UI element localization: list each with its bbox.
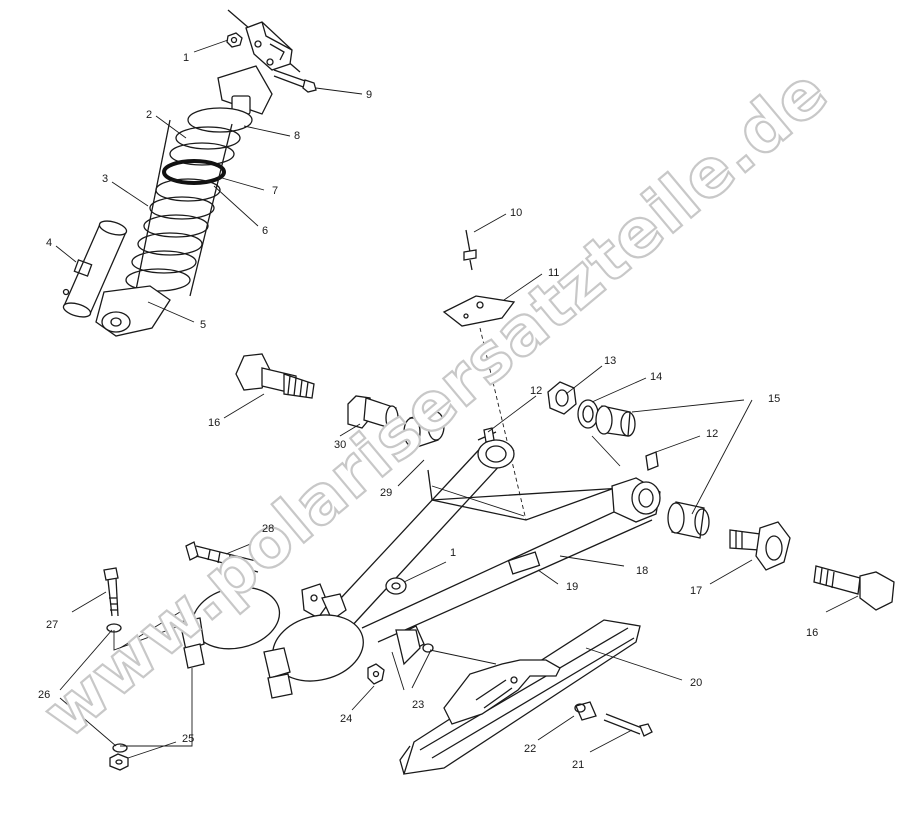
bolt-21 bbox=[603, 713, 653, 737]
callout-27: 27 bbox=[46, 619, 58, 631]
spacer-22 bbox=[574, 701, 597, 721]
callout-10: 10 bbox=[510, 207, 522, 219]
callout-1: 1 bbox=[183, 52, 189, 64]
callout-22: 22 bbox=[524, 743, 536, 755]
bushing-30 bbox=[347, 395, 399, 431]
callout-17: 17 bbox=[690, 585, 702, 597]
pivot-bolt-16-left bbox=[235, 353, 315, 399]
callout-7: 7 bbox=[272, 185, 278, 197]
shock-absorber-assembly bbox=[62, 9, 317, 337]
bushing-15-lower bbox=[667, 501, 710, 539]
nut-24 bbox=[367, 663, 385, 685]
bracket-line-26-c bbox=[119, 605, 191, 649]
bushing-spacer bbox=[403, 411, 445, 449]
callout-15: 15 bbox=[768, 393, 780, 405]
coil-spring bbox=[125, 126, 241, 292]
bracket-line-26-upper bbox=[113, 621, 191, 651]
callout-14: 14 bbox=[650, 371, 662, 383]
bracket-23 bbox=[391, 629, 434, 691]
callout-1-lower: 1 bbox=[450, 547, 456, 559]
callout-8: 8 bbox=[294, 130, 300, 142]
callout-9: 9 bbox=[366, 89, 372, 101]
washer-1-lower bbox=[385, 577, 407, 595]
bushing-15-upper bbox=[595, 405, 636, 437]
washer-14 bbox=[577, 399, 599, 429]
callout-29: 29 bbox=[380, 487, 392, 499]
callout-labels: 1 9 2 8 3 7 6 4 5 10 11 13 14 15 12 12 1… bbox=[38, 52, 818, 771]
callout-23: 23 bbox=[412, 699, 424, 711]
bolt-9 bbox=[273, 69, 317, 93]
callout-13: 13 bbox=[604, 355, 616, 367]
clamp-ring-left bbox=[179, 586, 281, 669]
nut-13 bbox=[547, 381, 577, 415]
callout-6: 6 bbox=[262, 225, 268, 237]
bracket-line-26-b bbox=[59, 697, 117, 747]
callout-2: 2 bbox=[146, 109, 152, 121]
clamp-ring-right bbox=[263, 614, 364, 699]
callout-26: 26 bbox=[38, 689, 50, 701]
callout-18: 18 bbox=[636, 565, 648, 577]
shock-mount-bracket bbox=[227, 9, 301, 73]
nut-1 bbox=[226, 32, 243, 48]
callout-20: 20 bbox=[690, 677, 702, 689]
dashed-reference-11 bbox=[479, 327, 527, 521]
callout-25: 25 bbox=[182, 733, 194, 745]
bolt-27 bbox=[103, 567, 119, 617]
bracket-line-26-lower bbox=[120, 668, 193, 747]
callout-12-right: 12 bbox=[706, 428, 718, 440]
swing-arm-18 bbox=[301, 431, 661, 653]
reservoir-4 bbox=[62, 220, 128, 318]
callout-30: 30 bbox=[334, 439, 346, 451]
callout-28: 28 bbox=[262, 523, 274, 535]
pivot-bolt-17 bbox=[729, 521, 791, 571]
callout-4: 4 bbox=[46, 237, 52, 249]
grease-fitting-12-left bbox=[483, 427, 495, 443]
callout-12-left: 12 bbox=[530, 385, 542, 397]
grease-fitting-12-right bbox=[645, 451, 659, 471]
pivot-bolt-16-right bbox=[813, 565, 895, 611]
slide-rail-20 bbox=[399, 619, 641, 775]
callout-16-right: 16 bbox=[806, 627, 818, 639]
plate-11 bbox=[442, 295, 516, 327]
callout-16-left: 16 bbox=[208, 417, 220, 429]
pin-10 bbox=[463, 229, 477, 271]
callout-19: 19 bbox=[566, 581, 578, 593]
callout-21: 21 bbox=[572, 759, 584, 771]
callout-3: 3 bbox=[102, 173, 108, 185]
nut-25 bbox=[109, 753, 129, 771]
bolt-28 bbox=[185, 541, 261, 573]
callout-5: 5 bbox=[200, 319, 206, 331]
leader-lines bbox=[55, 39, 859, 759]
callout-11: 11 bbox=[548, 267, 559, 279]
bracket-line-26-a bbox=[59, 629, 113, 691]
callout-24: 24 bbox=[340, 713, 352, 725]
